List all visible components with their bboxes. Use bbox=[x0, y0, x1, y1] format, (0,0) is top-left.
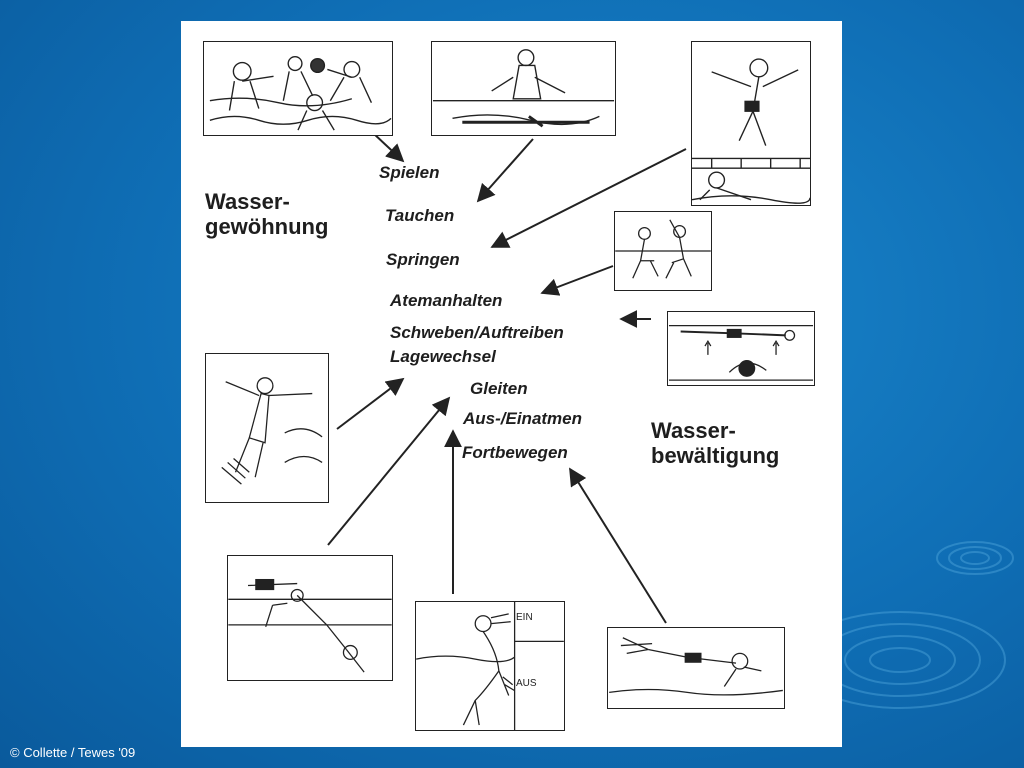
arrow-to-spielen bbox=[372, 132, 405, 163]
illustration-squat-breathing bbox=[614, 211, 712, 291]
arrow-to-gleiten bbox=[327, 396, 451, 546]
skill-label-tauchen: Tauchen bbox=[385, 206, 455, 225]
skill-label-lagewechsel: Lagewechsel bbox=[390, 347, 496, 366]
illustration-swimming bbox=[607, 627, 785, 709]
floating-figures-icon bbox=[668, 324, 814, 381]
heading-right-line1: Wasser- bbox=[651, 418, 736, 443]
swimmer-figure-icon bbox=[609, 637, 783, 696]
arrow-to-atemanhalten bbox=[540, 265, 614, 296]
skill-label-spielen: Spielen bbox=[379, 163, 440, 182]
push-off-figure-icon bbox=[228, 578, 392, 673]
jumper-figure-icon bbox=[692, 58, 810, 204]
illustration-push-off bbox=[227, 555, 393, 681]
skill-label-ausatmen: Aus-/Einatmen bbox=[463, 409, 583, 428]
illustration-breathing: EIN AUS bbox=[415, 601, 565, 731]
illustration-jumping bbox=[691, 41, 811, 206]
skill-label-schweben: Schweben/Auftreiben bbox=[390, 323, 564, 342]
copyright-footer: © Collette / Tewes '09 bbox=[10, 745, 136, 760]
diver-figure-icon bbox=[432, 49, 615, 128]
breathing-label-out: AUS bbox=[516, 678, 537, 689]
diagram-sheet: Wasser- gewöhnung Wasser- bewältigung Sp… bbox=[181, 21, 842, 747]
illustration-ball-game bbox=[203, 41, 393, 136]
illustration-floating bbox=[667, 311, 815, 386]
arrow-layer bbox=[327, 132, 687, 624]
ball-game-figure-icon bbox=[209, 55, 392, 131]
heading-right-line2: bewältigung bbox=[651, 443, 780, 468]
heading-left-line1: Wasser- bbox=[205, 189, 290, 214]
heading-left-line2: gewöhnung bbox=[205, 214, 329, 239]
heading-wasserbewaeltigung: Wasser- bewältigung bbox=[651, 418, 779, 468]
illustration-diving bbox=[431, 41, 616, 136]
illustration-gliding bbox=[205, 353, 329, 503]
arrow-to-fortbewegen bbox=[569, 467, 667, 624]
breathing-label-in: EIN bbox=[516, 612, 533, 623]
skill-label-springen: Springen bbox=[386, 250, 460, 269]
skill-label-fortbewegen: Fortbewegen bbox=[462, 443, 568, 462]
arrow-to-springen bbox=[490, 148, 687, 248]
glider-figure-icon bbox=[221, 377, 323, 485]
heading-wassergewoehnung: Wasser- gewöhnung bbox=[205, 189, 328, 239]
arrow-to-lagewechsel bbox=[336, 377, 405, 430]
arrow-to-tauchen bbox=[476, 138, 534, 203]
skill-label-atemanhalten: Atemanhalten bbox=[390, 291, 503, 310]
skill-label-gleiten: Gleiten bbox=[470, 379, 528, 398]
squat-figures-icon bbox=[615, 219, 711, 279]
breathing-figure-icon bbox=[416, 602, 564, 730]
